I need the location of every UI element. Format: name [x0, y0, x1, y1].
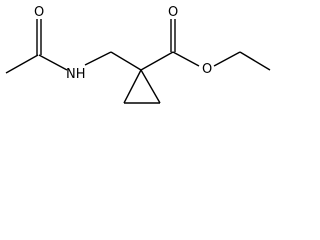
carbonyl-oxygen-label: O [168, 5, 178, 20]
structure-canvas: O NH O O [0, 0, 284, 108]
bond-quaternary-ester-c [140, 51, 174, 71]
bond-ethyl-ch2-ch3 [239, 51, 271, 71]
chemical-structure-diagram: O NH O O [5, 5, 271, 104]
ester-oxygen-label: O [202, 62, 212, 77]
bond-carbonyl-n [38, 54, 68, 71]
bond-n-ch2 [84, 51, 112, 66]
bond-ch2-quaternary [110, 51, 142, 71]
bond-ring-1 [123, 69, 142, 104]
bond-ester-c-o-single [172, 51, 200, 67]
bond-methyl-carbonyl [5, 54, 39, 74]
bond-o-ethyl-ch2 [213, 51, 241, 67]
amide-nitrogen-label: NH [66, 67, 86, 82]
acetyl-oxygen-label: O [34, 5, 44, 20]
bond-ring-3 [140, 69, 161, 104]
